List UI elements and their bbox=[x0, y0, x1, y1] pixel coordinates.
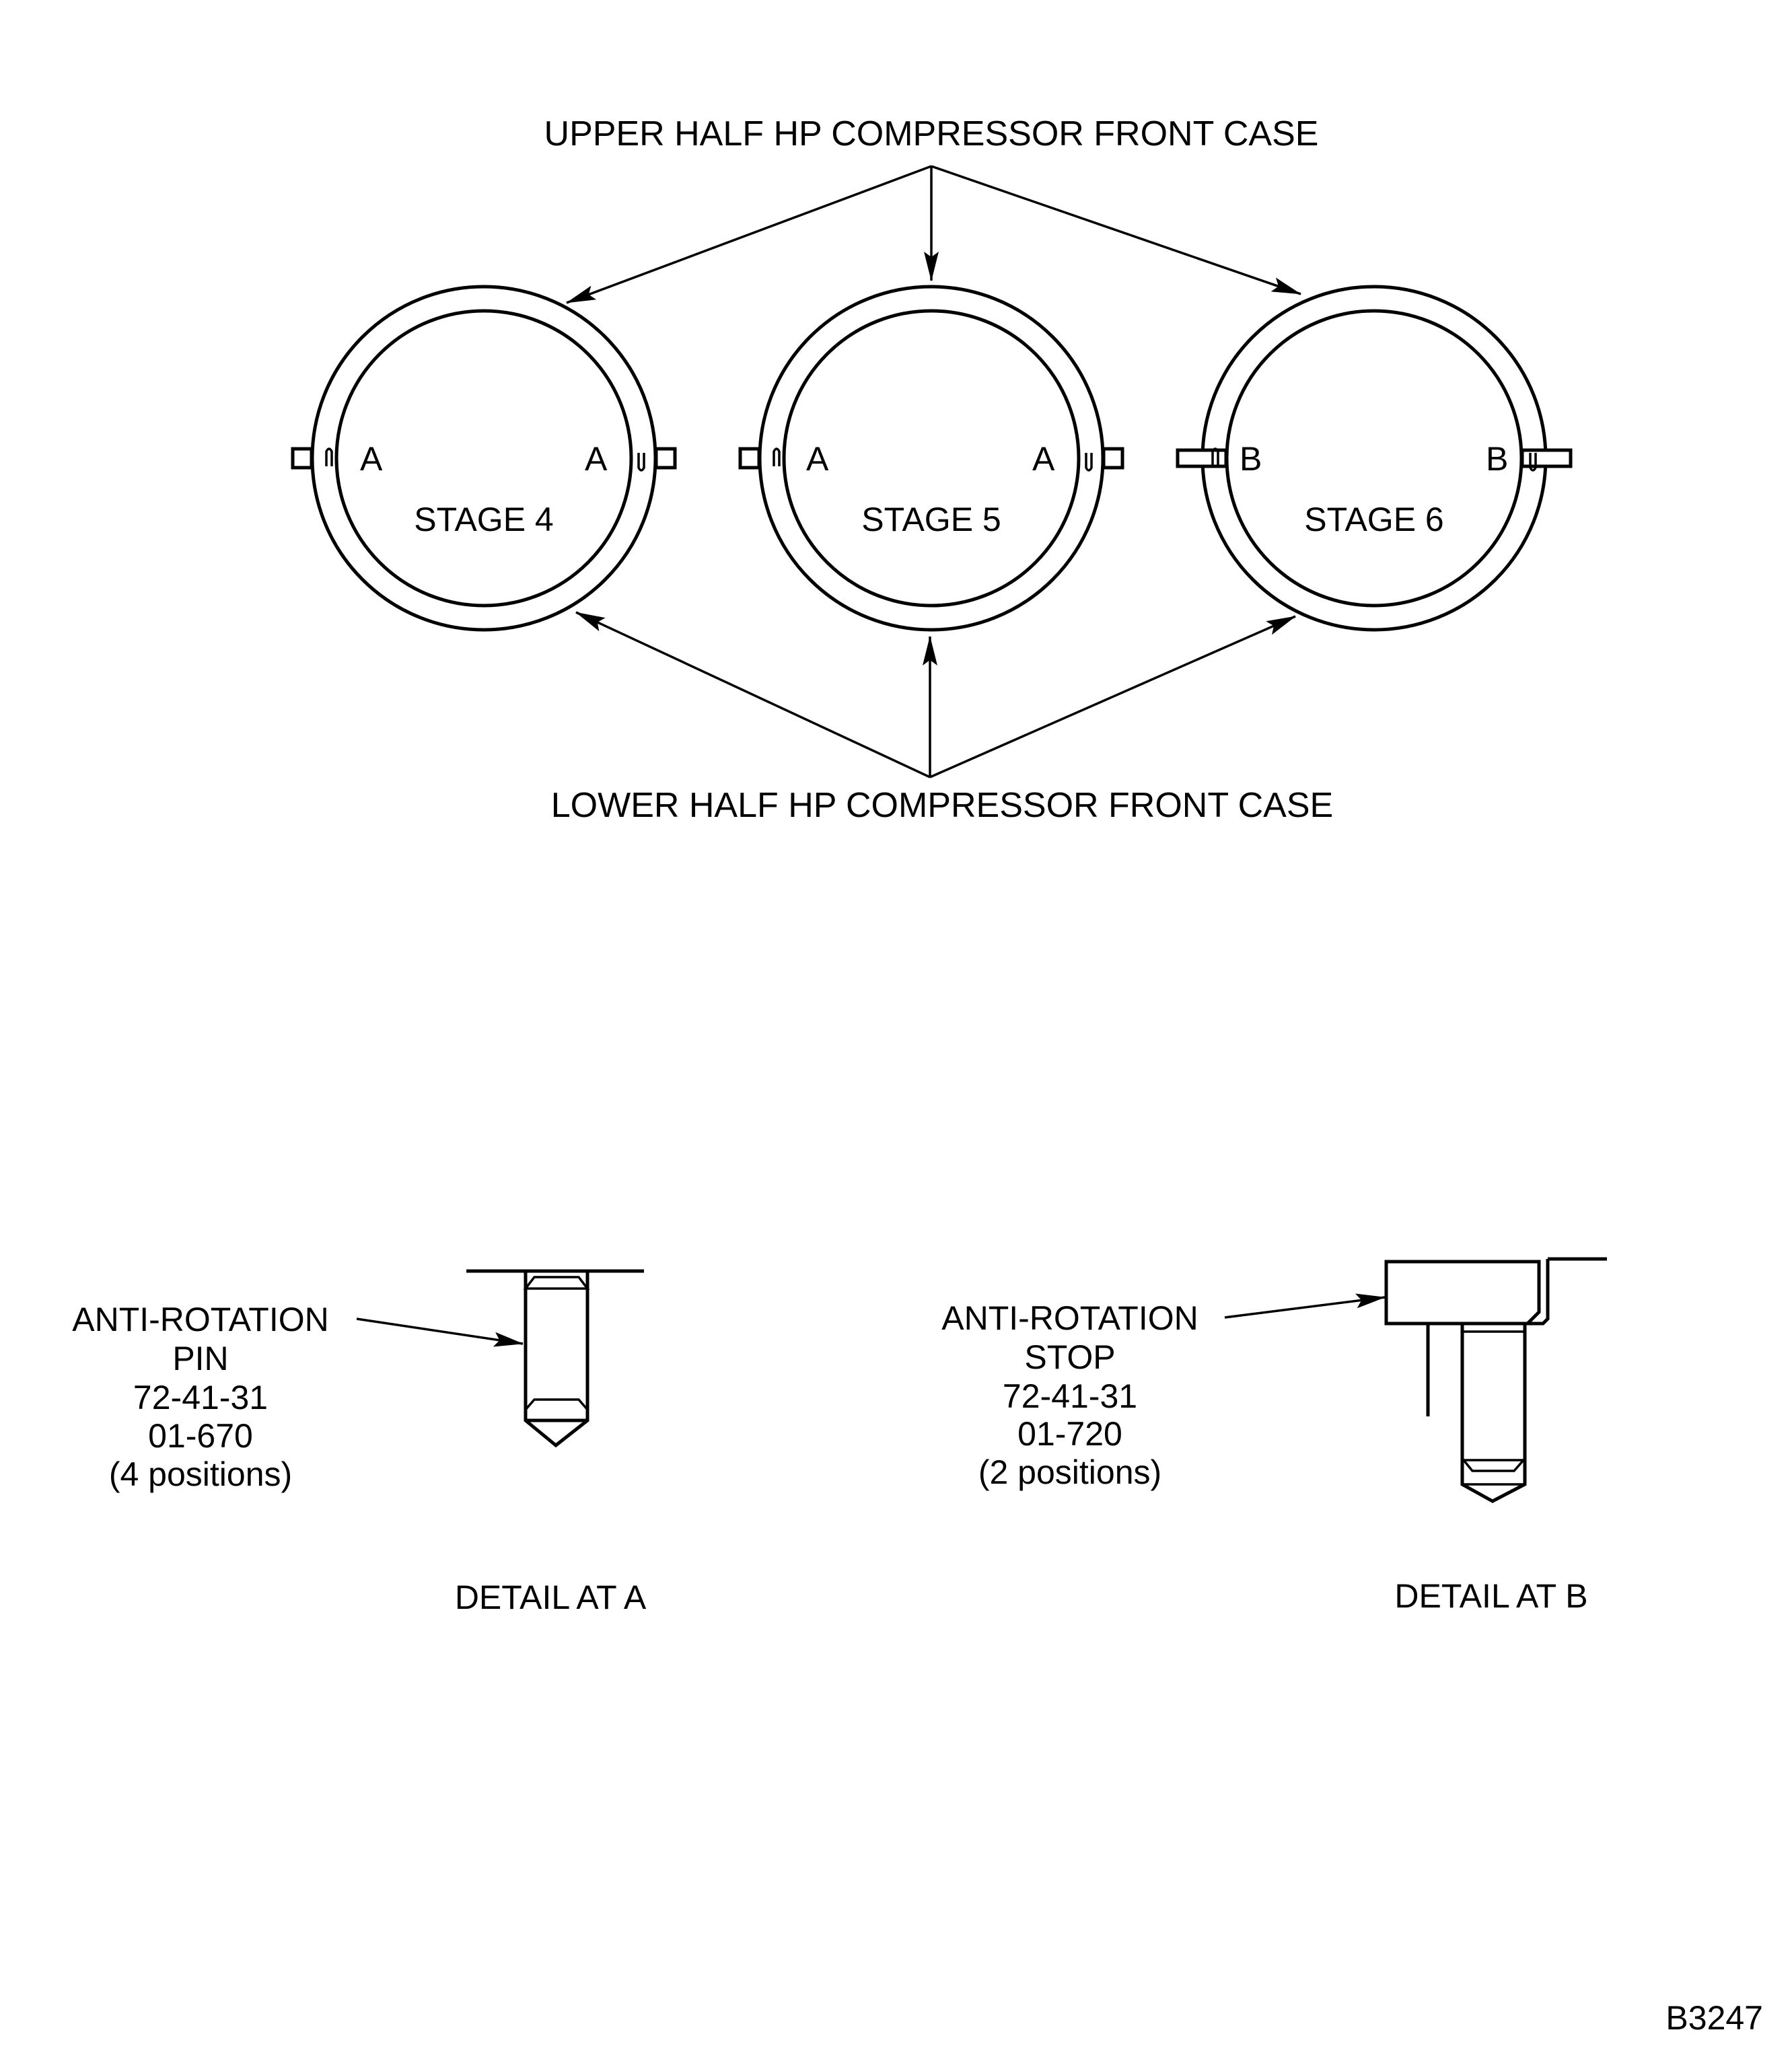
svg-text:72-41-31: 72-41-31 bbox=[133, 1379, 268, 1416]
stage-label: STAGE 4 bbox=[414, 501, 553, 538]
upper-half-label: UPPER HALF HP COMPRESSOR FRONT CASE bbox=[544, 114, 1319, 153]
mark-right: A bbox=[585, 440, 608, 478]
lower-half-label: LOWER HALF HP COMPRESSOR FRONT CASE bbox=[551, 786, 1333, 825]
detail-b-title: DETAIL AT B bbox=[1394, 1577, 1587, 1615]
detail-a: ANTI-ROTATION PIN 72-41-31 01-670 (4 pos… bbox=[72, 1269, 647, 1616]
lug-left bbox=[291, 447, 314, 470]
anti-rotation-stop bbox=[1384, 1257, 1607, 1503]
mark-left: A bbox=[360, 440, 383, 478]
mark-left: A bbox=[806, 440, 829, 478]
upper-arrows bbox=[566, 165, 1301, 304]
mark-right: B bbox=[1486, 440, 1508, 478]
mark-left: B bbox=[1240, 440, 1262, 478]
anti-rotation-pin bbox=[523, 1271, 590, 1448]
svg-text:STOP: STOP bbox=[1024, 1338, 1115, 1376]
detail-b: ANTI-ROTATION STOP 72-41-31 01-720 (2 po… bbox=[941, 1257, 1607, 1615]
svg-text:01-670: 01-670 bbox=[148, 1417, 253, 1455]
lug-right bbox=[654, 447, 677, 470]
stop-right-pin-icon bbox=[1529, 453, 1537, 472]
detail-a-title: DETAIL AT A bbox=[455, 1579, 647, 1616]
svg-text:01-720: 01-720 bbox=[1017, 1415, 1122, 1453]
svg-text:ANTI-ROTATION: ANTI-ROTATION bbox=[941, 1299, 1198, 1337]
svg-text:PIN: PIN bbox=[172, 1340, 228, 1377]
stage-4-ring: A A STAGE 4 bbox=[291, 285, 677, 632]
lug-left bbox=[738, 447, 761, 470]
stop-left bbox=[1176, 448, 1228, 468]
svg-text:ANTI-ROTATION: ANTI-ROTATION bbox=[72, 1301, 328, 1338]
svg-text:(2 positions): (2 positions) bbox=[978, 1453, 1161, 1491]
detail-a-callout: ANTI-ROTATION PIN 72-41-31 01-670 (4 pos… bbox=[72, 1301, 328, 1493]
mark-right: A bbox=[1032, 440, 1055, 478]
stage-6-ring: B B STAGE 6 bbox=[1176, 285, 1573, 632]
svg-text:(4 positions): (4 positions) bbox=[109, 1455, 292, 1493]
stop-left-pin-icon bbox=[1211, 447, 1219, 466]
stage-5-ring: A A STAGE 5 bbox=[738, 285, 1124, 632]
pin-left-icon bbox=[325, 447, 333, 466]
pin-right-icon bbox=[1085, 453, 1093, 472]
stage-label: STAGE 6 bbox=[1304, 501, 1443, 538]
detail-b-callout: ANTI-ROTATION STOP 72-41-31 01-720 (2 po… bbox=[941, 1299, 1198, 1491]
lower-arrows bbox=[575, 611, 1296, 779]
pin-left-icon bbox=[773, 447, 781, 466]
lug-right bbox=[1102, 447, 1124, 470]
pin-right-icon bbox=[637, 453, 645, 472]
stop-right bbox=[1520, 448, 1573, 468]
figure-id: B3247 bbox=[1665, 1999, 1763, 2037]
stage-label: STAGE 5 bbox=[861, 501, 1001, 538]
svg-text:72-41-31: 72-41-31 bbox=[1003, 1377, 1137, 1415]
